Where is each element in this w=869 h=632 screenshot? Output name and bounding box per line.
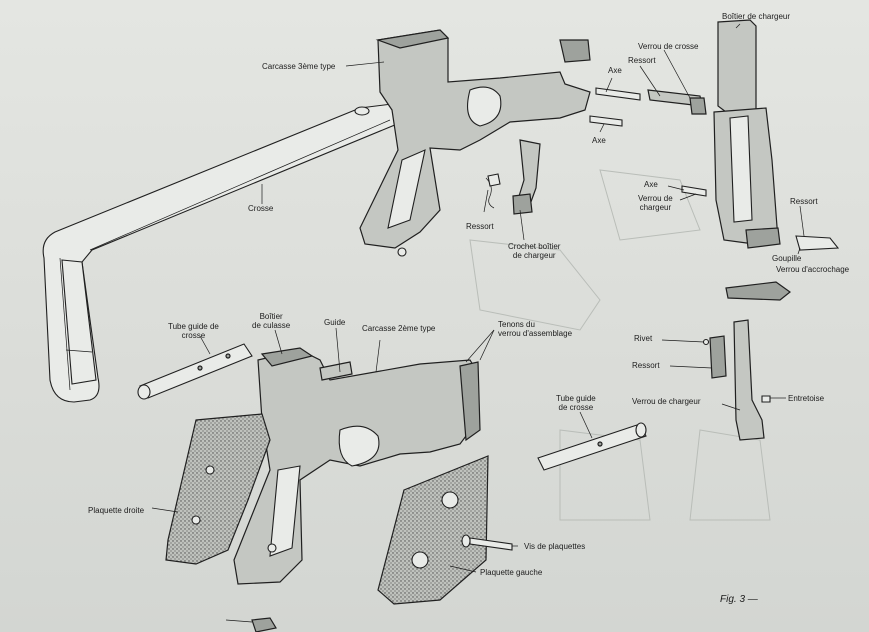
frame-type-3 [359,29,591,257]
stock-latch-parts [589,87,707,197]
grip-screw [461,534,513,551]
grip-plate-right [165,413,271,565]
stock-guide-tube-left [137,343,253,400]
label-tube-guide-left: Tube guide de crosse [168,322,219,340]
label-rivet: Rivet [634,334,653,343]
figure-caption: Fig. 3 — [720,594,758,605]
bottom-small-part [251,617,277,632]
label-carcasse-3: Carcasse 3ème type [262,62,336,71]
label-ressort-top: Ressort [466,222,494,231]
label-ressort-bottom: Ressort [632,361,660,370]
label-verrou-crosse: Verrou de crosse [638,42,699,51]
label-guide: Guide [324,318,346,327]
label-boitier-chargeur: Boîtier de chargeur [722,12,791,21]
magazine-housing [713,19,840,301]
label-axe-mid: Axe [592,136,606,145]
stock-crosse [42,103,410,403]
label-tenons: Tenons du verrou d'assemblage [498,320,573,338]
stock-guide-tube-right [537,422,647,471]
label-tube-guide-right: Tube guide de crosse [556,394,596,412]
label-verrou-chargeur-bottom: Verrou de chargeur [632,397,701,406]
label-plaquette-gauche: Plaquette gauche [480,568,543,577]
leader-lines [151,23,805,623]
label-plaquette-droite: Plaquette droite [88,506,145,515]
grip-plate-left [377,455,489,605]
label-entretoise: Entretoise [788,394,825,403]
label-verrou-accrochage: Verrou d'accrochage [776,265,850,274]
label-axe-top: Axe [608,66,622,75]
label-vis-plaquettes: Vis de plaquettes [524,542,586,551]
label-carcasse-2: Carcasse 2ème type [362,324,436,333]
label-goupille: Goupille [772,254,802,263]
label-verrou-chargeur-top: Verrou de chargeur [638,194,673,212]
frame-type-2 [233,347,481,585]
label-boitier-culasse: Boîtier de culasse [252,312,291,330]
label-axe-verrou: Axe [644,180,658,189]
label-crochet-boitier: Crochet boîtier de chargeur [508,242,561,260]
label-ressort-right: Ressort [790,197,818,206]
label-crosse: Crosse [248,204,274,213]
magazine-catch-parts [485,139,541,215]
label-ressort-top2: Ressort [628,56,656,65]
magazine-latch-assembly [702,319,771,441]
